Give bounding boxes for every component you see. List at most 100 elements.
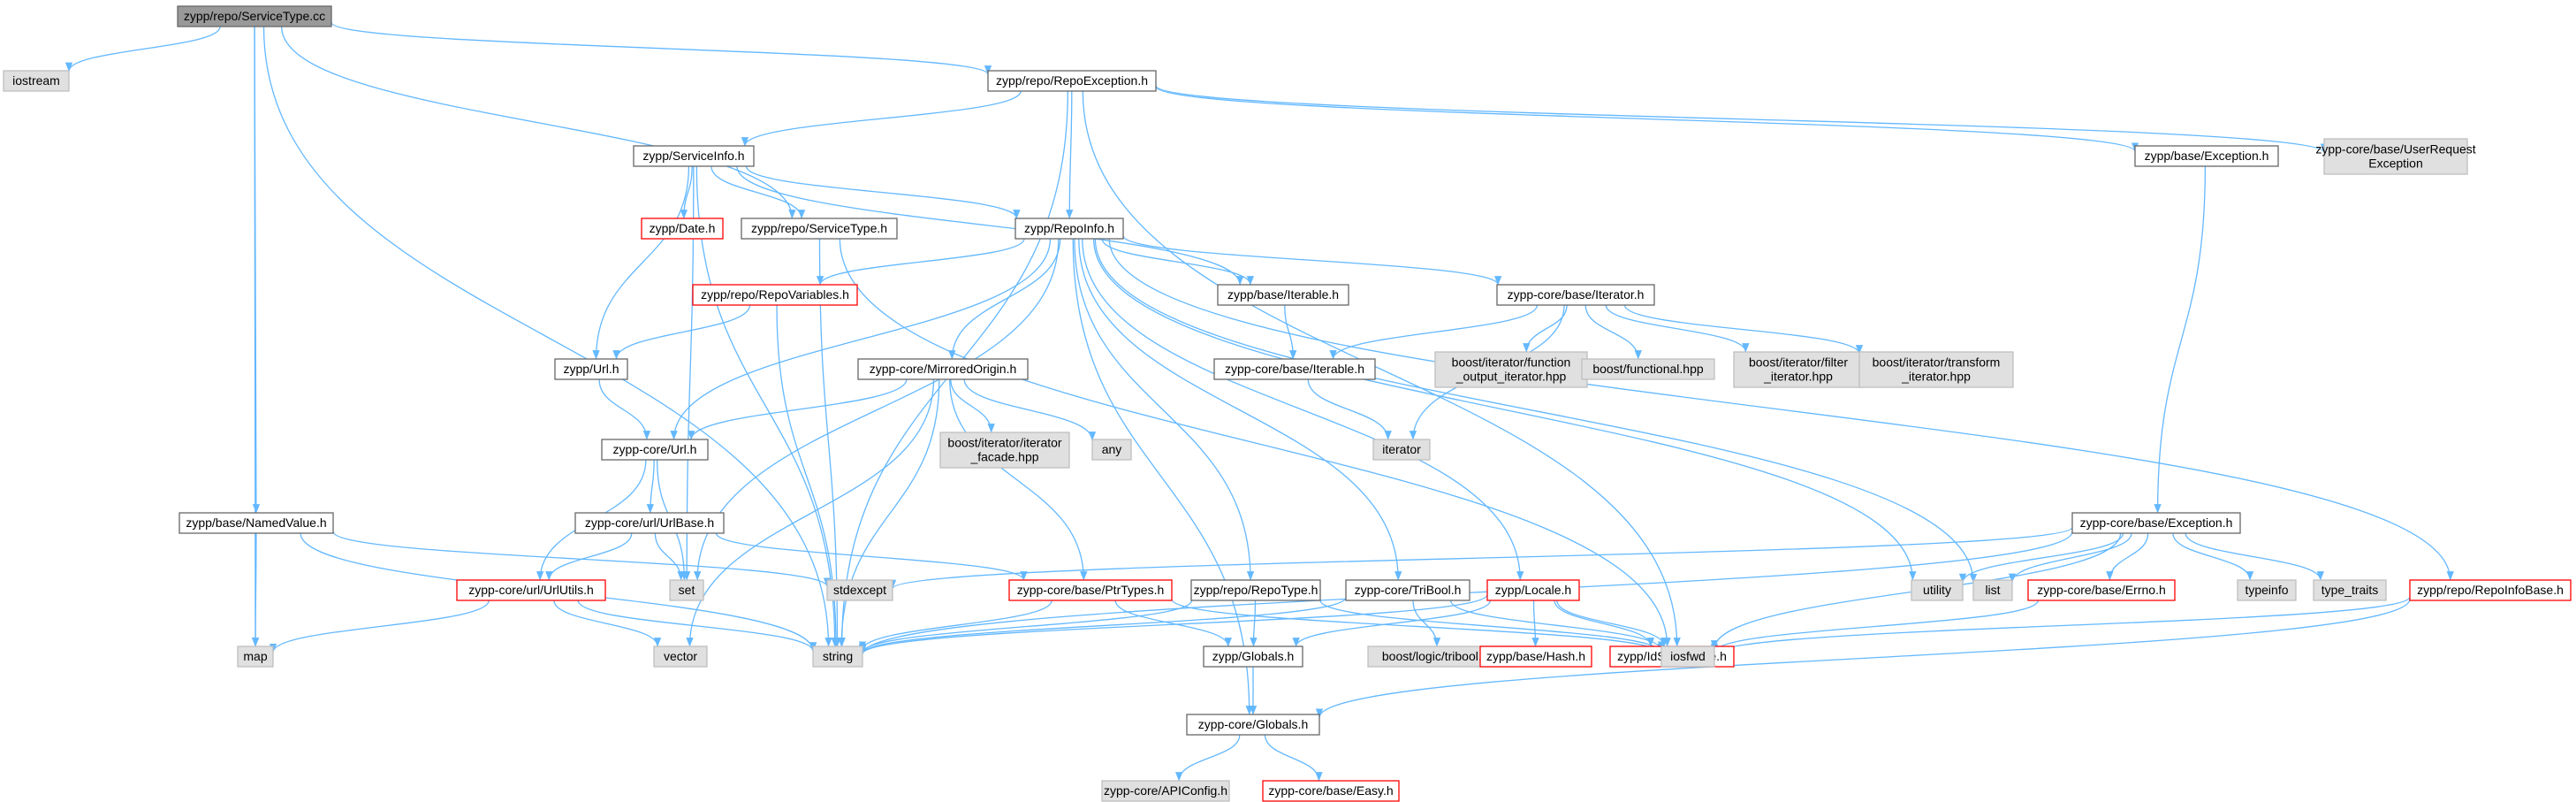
- node-box: [812, 645, 863, 668]
- node-baseexception[interactable]: zypp/base/Exception.h: [2134, 145, 2279, 167]
- edge-repoinfobase-to-iosfwd: [1711, 596, 2411, 655]
- edge-baseexception-to-core_exception: [2154, 165, 2207, 514]
- edge-repoinfo-to-repotype: [1074, 238, 1255, 581]
- edge-core_iterable-to-iterator: [1307, 378, 1392, 440]
- node-urlutils[interactable]: zypp-core/url/UrlUtils.h: [456, 579, 606, 601]
- node-utility[interactable]: utility: [1911, 579, 1964, 601]
- node-box: [601, 439, 709, 461]
- edge-repoinfo-to-core_url: [670, 238, 1052, 440]
- node-label: type_traits: [2321, 583, 2379, 597]
- edge-repoinfo-to-repoinfobase: [1108, 238, 2454, 581]
- node-boost_functional[interactable]: boost/functional.hpp: [1581, 358, 1715, 380]
- node-label: zypp/repo/RepoType.h: [1194, 583, 1318, 597]
- node-label: iostream: [12, 73, 60, 88]
- node-boost_facade[interactable]: boost/iterator/iterator_facade.hpp: [939, 432, 1070, 469]
- node-core_iterable[interactable]: zypp-core/base/Iterable.h: [1213, 358, 1376, 380]
- edge-repoinfo-to-tribool: [1078, 238, 1402, 581]
- node-tribool[interactable]: zypp-core/TriBool.h: [1345, 579, 1470, 601]
- node-core_iterator[interactable]: zypp-core/base/Iterator.h: [1496, 284, 1655, 306]
- node-type_traits[interactable]: type_traits: [2313, 579, 2387, 601]
- node-set[interactable]: set: [669, 579, 704, 601]
- node-label: vector: [664, 649, 697, 663]
- node-label: zypp/repo/ServiceType.cc: [184, 9, 325, 23]
- node-label: zypp-core/base/UserRequest: [2315, 142, 2475, 157]
- edge-servicetype_h-to-iosfwd: [839, 238, 1671, 647]
- edge-core_iterator-to-boost_transform: [1623, 304, 1864, 355]
- node-label: zypp-core/MirroredOrigin.h: [870, 362, 1017, 376]
- edge-core_exception-to-type_traits: [2185, 532, 2324, 581]
- node-box: [179, 512, 334, 534]
- node-box: [692, 284, 858, 306]
- node-boost_tribool[interactable]: boost/logic/tribool.hpp: [1367, 645, 1517, 668]
- node-apiconfig[interactable]: zypp-core/APIConfig.h: [1101, 780, 1230, 802]
- node-iterator[interactable]: iterator: [1372, 439, 1431, 461]
- node-easy[interactable]: zypp-core/base/Easy.h: [1262, 780, 1400, 802]
- node-label: zypp/repo/RepoInfoBase.h: [2417, 583, 2564, 597]
- node-label: _iterator.hpp: [1763, 370, 1833, 384]
- node-ptrtypes[interactable]: zypp-core/base/PtrTypes.h: [1008, 579, 1173, 601]
- node-map[interactable]: map: [237, 645, 274, 668]
- node-box: [826, 579, 893, 601]
- node-box: [1372, 439, 1431, 461]
- node-label: boost/logic/tribool.hpp: [1382, 649, 1502, 663]
- edge-repoinfobase-to-core_globals: [1316, 599, 2411, 718]
- node-root[interactable]: zypp/repo/ServiceType.cc: [177, 5, 332, 27]
- node-label: boost/iterator/transform: [1873, 355, 2001, 370]
- node-core_globals[interactable]: zypp-core/Globals.h: [1186, 714, 1320, 736]
- edge-urlbase-to-urlutils: [545, 532, 633, 581]
- edge-core_iterator-to-boost_filter: [1605, 304, 1750, 353]
- node-repoexception[interactable]: zypp/repo/RepoException.h: [987, 70, 1157, 92]
- node-label: zypp-core/base/Easy.h: [1268, 783, 1393, 798]
- node-repoinfo[interactable]: zypp/RepoInfo.h: [1014, 218, 1124, 240]
- node-iostream[interactable]: iostream: [3, 70, 70, 92]
- node-url_h[interactable]: zypp/Url.h: [554, 358, 628, 380]
- node-serviceinfo[interactable]: zypp/ServiceInfo.h: [633, 145, 755, 167]
- edge-repoinfo-to-utility: [1092, 238, 1917, 581]
- node-label: zypp/base/Iterable.h: [1227, 287, 1339, 302]
- node-namedvalue[interactable]: zypp/base/NamedValue.h: [179, 512, 334, 534]
- node-repotype[interactable]: zypp/repo/RepoType.h: [1190, 579, 1321, 601]
- node-box: [653, 645, 708, 668]
- node-iosfwd[interactable]: iosfwd: [1660, 645, 1715, 668]
- node-core_exception[interactable]: zypp-core/base/Exception.h: [2071, 512, 2241, 534]
- node-label: zypp-core/TriBool.h: [1355, 583, 1462, 597]
- node-zypp_globals[interactable]: zypp/Globals.h: [1203, 645, 1303, 668]
- node-errno[interactable]: zypp-core/base/Errno.h: [2027, 579, 2176, 601]
- node-core_url[interactable]: zypp-core/Url.h: [601, 439, 709, 461]
- node-box: [2313, 579, 2387, 601]
- node-base_iterable[interactable]: zypp/base/Iterable.h: [1217, 284, 1349, 306]
- node-label: boost/iterator/iterator: [947, 436, 1062, 450]
- node-locale[interactable]: zypp/Locale.h: [1486, 579, 1580, 601]
- edge-locale-to-iosfwd: [1556, 600, 1668, 647]
- node-label: Exception: [2368, 157, 2422, 171]
- edge-serviceinfo-to-base_iterable: [736, 165, 1244, 286]
- node-boost_transform[interactable]: boost/iterator/transform_iterator.hpp: [1858, 351, 2014, 388]
- node-mirroredorigin[interactable]: zypp-core/MirroredOrigin.h: [857, 358, 1029, 380]
- node-servicetype_h[interactable]: zypp/repo/ServiceType.h: [741, 218, 898, 240]
- edge-core_exception-to-utility: [1958, 532, 2124, 584]
- node-boost_fn_out[interactable]: boost/iterator/function_output_iterator.…: [1434, 351, 1588, 388]
- node-any[interactable]: any: [1091, 439, 1132, 461]
- node-box: [669, 579, 704, 601]
- node-date[interactable]: zypp/Date.h: [641, 218, 724, 240]
- node-stdexcept[interactable]: stdexcept: [826, 579, 893, 601]
- edge-core_exception-to-typeinfo: [2172, 532, 2254, 581]
- edge-root-to-string: [262, 26, 832, 647]
- node-urlbase[interactable]: zypp-core/url/UrlBase.h: [574, 512, 725, 534]
- node-repoinfobase[interactable]: zypp/repo/RepoInfoBase.h: [2409, 579, 2572, 601]
- edge-repoinfo-to-core_globals: [1072, 238, 1253, 715]
- node-base_hash[interactable]: zypp/base/Hash.h: [1479, 645, 1592, 668]
- node-typeinfo[interactable]: typeinfo: [2237, 579, 2297, 601]
- node-box: [1203, 645, 1303, 668]
- node-string[interactable]: string: [812, 645, 863, 668]
- edge-serviceinfo-to-servicetype_h: [710, 165, 806, 219]
- node-repovariables[interactable]: zypp/repo/RepoVariables.h: [692, 284, 858, 306]
- node-boost_filter[interactable]: boost/iterator/filter_iterator.hpp: [1733, 351, 1864, 388]
- node-vector[interactable]: vector: [653, 645, 708, 668]
- edge-core_globals-to-apiconfig: [1175, 734, 1241, 782]
- edge-urlutils-to-vector: [553, 600, 662, 647]
- node-box: [2409, 579, 2572, 601]
- node-list[interactable]: list: [1972, 579, 2013, 601]
